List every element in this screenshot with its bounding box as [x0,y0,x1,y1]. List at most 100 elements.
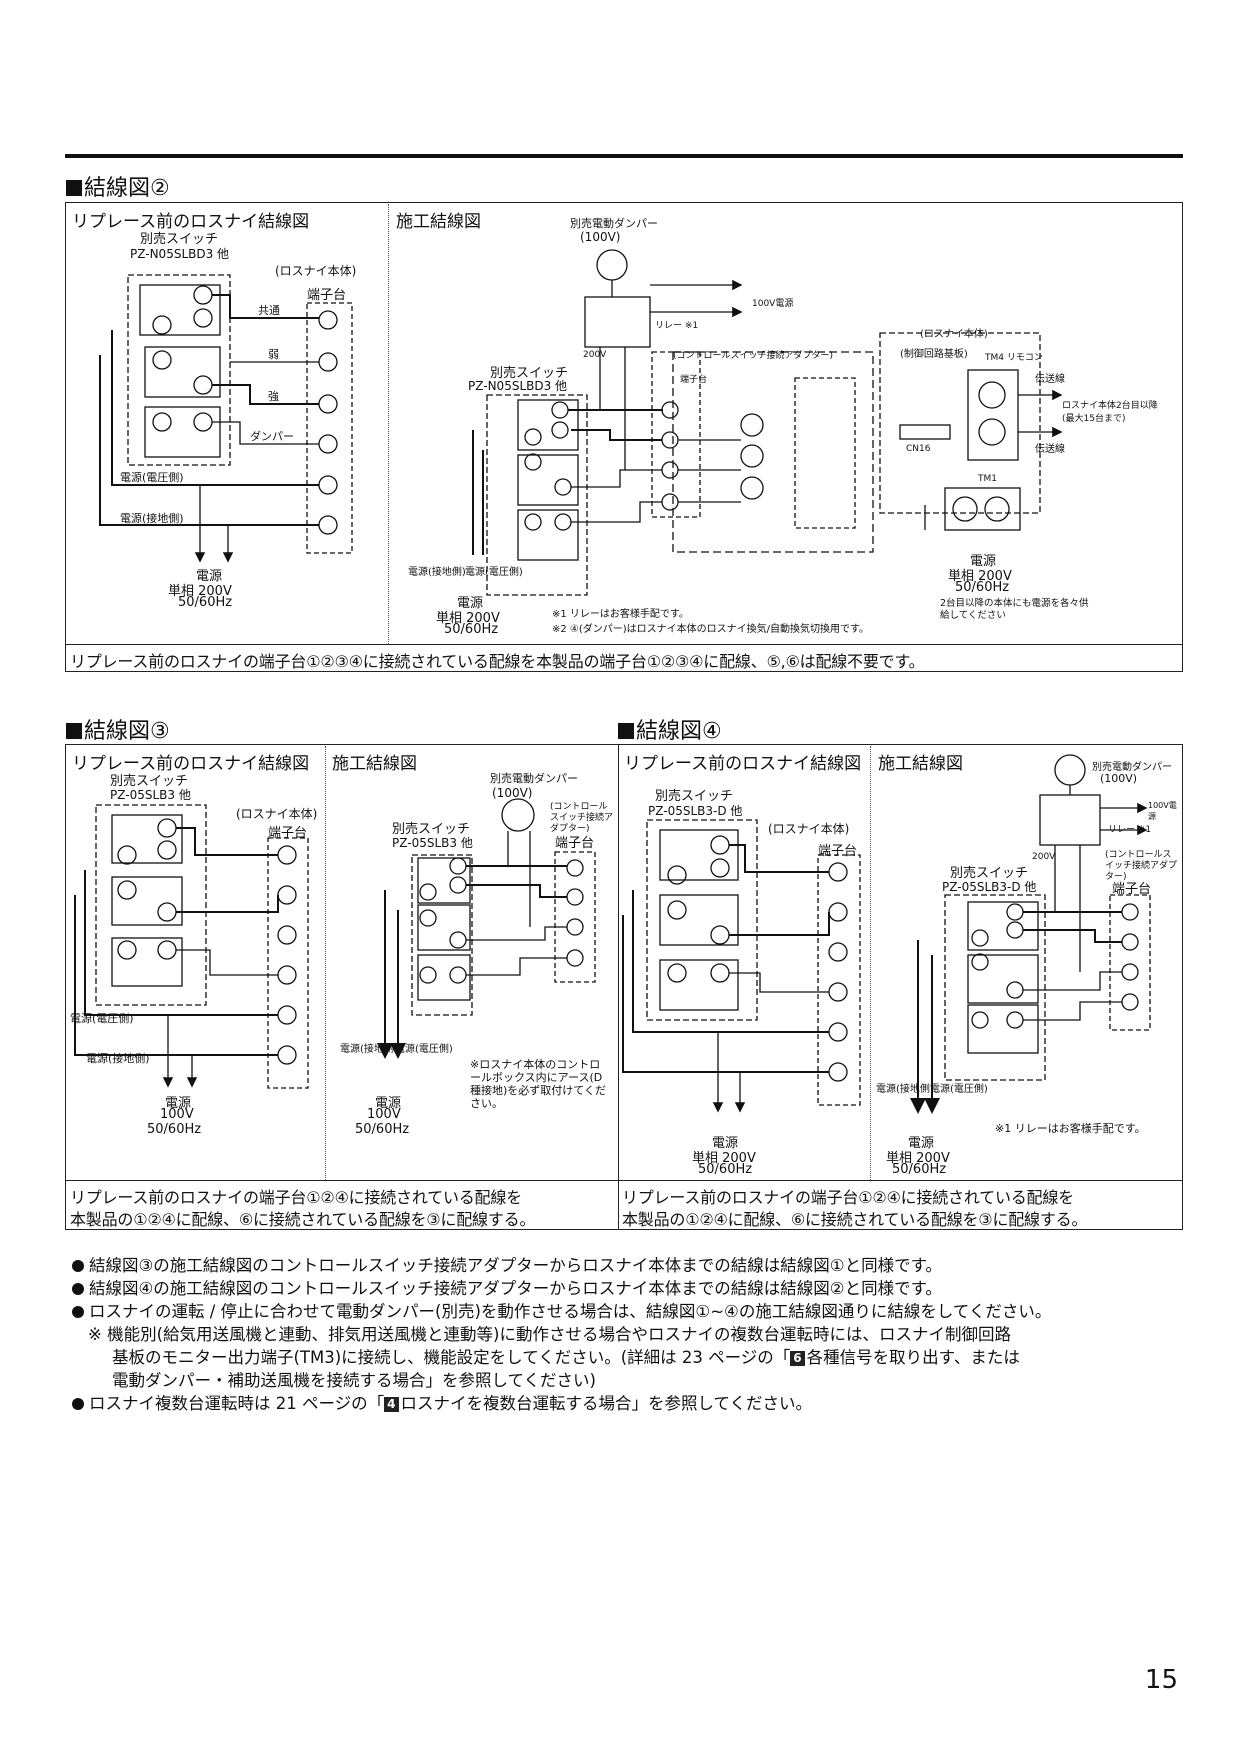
subnote-line2: 基板のモニター出力端子(TM3)に接続し、機能設定をしてください。(詳細は 23… [112,1348,1020,1367]
d2-transmission-bottom: 伝送線 [1035,444,1065,455]
note-3: ロスナイの運転 / 停止に合わせて電動ダンパー(別売)を動作させる場合は、結線図… [72,1301,1051,1323]
d4-caption-line2: 本製品の①②④に配線、⑥に接続されている配線を③に配線する。 [622,1210,1088,1229]
d2-install-switch-model: PZ-N05SLBD3 他 [468,379,568,393]
d4-adapter-label: (コントロールスイッチ接続アダプター) [1105,850,1178,882]
d2-install-freq: 50/60Hz [955,580,1010,595]
d2-install-switch-label: 別売スイッチ [490,366,569,381]
d4-before [622,819,861,1113]
d4-damper-label: 別売電動ダンパー [1092,762,1172,773]
d2-damper: ダンパー [250,430,294,443]
d2-control-board [472,332,1063,555]
d2-strong: 強 [268,390,279,403]
diagram3-install-title: 施工結線図 [332,754,417,774]
diagram34-divider [618,744,619,1230]
d2-install-power-ground: 電源(接地側) [408,567,466,578]
d4-damper-voltage: (100V) [1100,772,1138,785]
d4-install-switch-label: 別売スイッチ [950,866,1029,881]
d2-install-power-voltage: 電源(電圧側) [465,567,523,578]
d4-install-switch-model: PZ-05SLB3-D 他 [942,880,1037,894]
d2-install-freq-left: 50/60Hz [444,622,499,637]
d2-footnote1: ※1 リレーはお客様手配です。 [552,609,689,620]
diagram2-caption: リプレース前のロスナイの端子台①②③④に接続されている配線を本製品の端子台①②③… [70,652,925,671]
diagram4-install-title: 施工結線図 [878,754,963,774]
d2-to-other-units: ロスナイ本体2台目以降 (最大15台まで) [1062,401,1158,424]
subnote-line1: ※ 機能別(給気用送風機と連動、排気用送風機と連動等)に動作させる場合やロスナイ… [88,1325,1011,1344]
note-1: 結線図③の施工結線図のコントロールスイッチ接続アダプターからロスナイ本体までの結… [72,1255,942,1277]
d3-power-voltage: 電源(電圧側) [70,1012,134,1025]
d3-install-power-100: 100V [367,1107,401,1122]
page-number: 15 [1144,1665,1178,1695]
d2-terminal-label: 端子台 [307,288,347,303]
d2-power-200: 単相 200V [168,584,232,599]
d2-freq: 50/60Hz [178,595,233,610]
diagram2-title: 結線図② [66,170,170,202]
d2-adapter [568,351,874,553]
diagram3-before-title: リプレース前のロスナイ結線図 [72,754,310,774]
diagram3-title: 結線図③ [66,713,170,745]
d4-install-freq: 50/60Hz [892,1162,947,1177]
d2-install-power-200-left: 単相 200V [436,611,500,626]
d3-power-100: 100V [160,1107,194,1122]
d2-install-power-left: 電源 [457,596,484,611]
d2-install-power-200: 単相 200V [948,569,1012,584]
diagram4-divider [870,746,871,1180]
d4-terminal: 端子台 [818,844,858,859]
d2-note-multi: 2台目以降の本体にも電源を各々供給してください [940,598,1089,621]
diagram4-before-title: リプレース前のロスナイ結線図 [624,754,862,774]
top-rule [65,154,1183,158]
d4-switch-model: PZ-05SLB3-D 他 [648,804,743,818]
d4-install-power-200: 単相 200V [886,1151,950,1166]
d3-install-terminal: 端子台 [555,836,595,851]
d4-relay: リレー ※1 [1108,825,1152,835]
d3-freq: 50/60Hz [147,1122,202,1137]
d3-install-power-voltage: 電源(電圧側) [395,1044,453,1055]
bullet-icon [72,1283,84,1295]
d2-relay: リレー ※1 [655,321,699,331]
square-bullet-icon [66,723,82,739]
diagram2-panel [65,202,1183,672]
d3-install-switch-model: PZ-05SLB3 他 [392,836,473,850]
d4-unit-label: (ロスナイ本体) [768,822,850,836]
subnote-line3: 電動ダンパー・補助送風機を接続する場合」を参照してください) [112,1371,596,1390]
diagram3-divider [325,746,326,1180]
d2-power-voltage: 電源(電圧側) [120,471,184,484]
bullet-icon [72,1260,84,1272]
square-bullet-icon [66,180,82,196]
d3-install [377,798,596,1059]
d4-switch-label: 別売スイッチ [655,789,734,804]
d2-power-ground: 電源(接地側) [120,512,184,525]
d3-install-power: 電源 [375,1096,402,1111]
d4-caption-line1: リプレース前のロスナイの端子台①②④に接続されている配線を [622,1188,1074,1207]
d2-adapter-label: (コントロールスイッチ接続アダプター) [673,351,834,361]
d2-200v: 200V [583,350,607,360]
d2-tm1: TM1 [978,474,997,484]
d2-damper-label: 別売電動ダンパー [570,217,658,230]
d2-main-body: (ロスナイ本体) [920,329,988,340]
d4-power: 電源 [712,1136,739,1151]
d4-freq: 50/60Hz [698,1162,753,1177]
bullet-icon [72,1306,84,1318]
d2-switch-model: PZ-N05SLBD3 他 [130,247,230,261]
diagram2-install-title: 施工結線図 [396,212,481,232]
d4-install [910,754,1151,1114]
d3-install-power-ground: 電源(接地側) [340,1044,398,1055]
d3-damper-label: 別売電動ダンパー [490,772,578,785]
d2-damper-voltage: (100V) [580,230,621,244]
d2-before-terminal [99,294,353,563]
d3-damper-voltage: (100V) [492,786,533,800]
d2-weak: 弱 [268,348,279,361]
d4-supply-100v: 100V電源 [1148,801,1177,821]
d2-transmission-top: 伝送線 [1035,374,1065,385]
d3-unit-label: (ロスナイ本体) [236,807,318,821]
d2-power: 電源 [196,569,223,584]
d2-footnote2: ※2 ④(ダンパー)はロスナイ本体のロスナイ換気/自動換気切換用です。 [552,624,870,635]
d3-switch-label: 別売スイッチ [110,774,189,789]
diagram4-title: 結線図④ [618,713,722,745]
section-badge-4: 4 [384,1397,399,1412]
d4-install-power-voltage: 電源(電圧側) [930,1084,988,1095]
section-badge-6: 6 [790,1351,805,1366]
d4-install-power-ground: 電源(接地側) [876,1084,934,1095]
d2-common: 共通 [258,304,280,317]
d4-footnote1: ※1 リレーはお客様手配です。 [995,1122,1146,1135]
